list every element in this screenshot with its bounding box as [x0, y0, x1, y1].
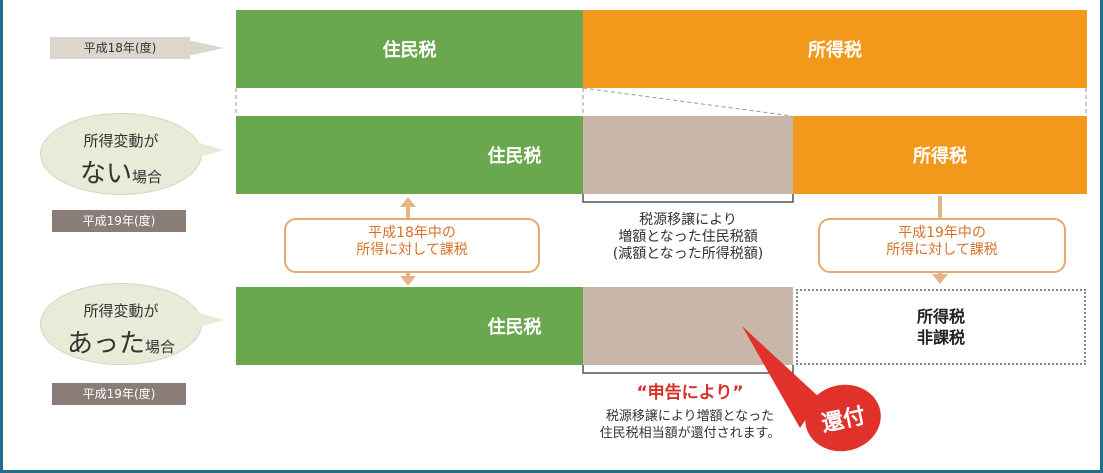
- row3-exempt-line2: 非課税: [916, 328, 965, 347]
- row3-bubble-small: 場合: [145, 338, 176, 356]
- row3-bubble-big: あった: [66, 329, 145, 359]
- row3-exempt-line1: 所得税: [916, 307, 965, 326]
- row2-year-label: 平成19年(度): [52, 210, 186, 232]
- refund-badge-label: 還付: [819, 403, 868, 438]
- row1-pointer-icon: [188, 40, 224, 56]
- row3-bubble: 所得変動が あった場合: [40, 283, 202, 365]
- middle-note: 税源移譲により 増額となった住民税額 (減額となった所得税額): [580, 212, 796, 263]
- left-arrow-up-icon: [400, 197, 416, 207]
- row2-bubble: 所得変動が ない場合: [40, 113, 202, 195]
- left-note-line1: 平成18年中の: [368, 225, 456, 241]
- row3-resident-tax-bar: [236, 287, 583, 365]
- row3-income-tax-exempt-box: 所得税 非課税: [796, 289, 1086, 365]
- row2-resident-tax-label: 住民税: [487, 146, 542, 167]
- row3-bubble-tail-icon: [196, 312, 224, 328]
- bottom-headline: “申告により”: [636, 383, 744, 403]
- row2-transfer-bar: [583, 116, 793, 194]
- refund-pointer-icon: [742, 326, 820, 428]
- bottom-note-line2: 住民税相当額が還付されます。: [599, 426, 781, 441]
- row2-bubble-tail-icon: [196, 142, 224, 158]
- middle-note-line2: 増額となった住民税額: [618, 229, 758, 245]
- right-note: 平成19年中の 所得に対して課税: [818, 218, 1066, 273]
- row3-bracket: [582, 365, 794, 374]
- row1-year-label: 平成18年(度): [50, 37, 190, 59]
- row2-income-tax-label: 所得税: [913, 146, 967, 167]
- middle-note-line1: 税源移譲により: [639, 212, 737, 228]
- row3-resident-tax-label: 住民税: [487, 317, 542, 338]
- row1-income-tax-label: 所得税: [808, 40, 862, 61]
- row2-resident-tax-bar: [236, 116, 583, 194]
- row3-year-label: 平成19年(度): [52, 383, 186, 405]
- bottom-note-line1: 税源移譲により増額となった: [605, 409, 775, 424]
- right-note-line2: 所得に対して課税: [886, 242, 998, 258]
- row-connector-lines: [235, 88, 1087, 117]
- middle-note-line3: (減額となった所得税額): [612, 246, 764, 262]
- row2-income-tax-bar: 所得税: [793, 116, 1087, 194]
- bottom-note: 税源移譲により増額となった 住民税相当額が還付されます。: [560, 408, 820, 442]
- row2-bubble-small: 場合: [132, 168, 163, 186]
- left-note: 平成18年中の 所得に対して課税: [284, 218, 540, 273]
- row1-resident-tax-label: 住民税: [382, 40, 437, 61]
- right-arrow-down-icon: [932, 274, 948, 284]
- row2-bubble-big: ない: [79, 159, 132, 189]
- row3-resident-tax-text-wrap: 住民税: [236, 287, 793, 365]
- row1-resident-tax-bar: 住民税: [236, 10, 583, 88]
- row2-bracket: [582, 194, 794, 203]
- row3-bubble-top: 所得変動が: [83, 302, 159, 320]
- left-arrow-down-icon: [400, 276, 416, 286]
- row2-bubble-top: 所得変動が: [83, 132, 159, 150]
- right-note-line1: 平成19年中の: [898, 225, 986, 241]
- row1-income-tax-bar: 所得税: [583, 10, 1087, 88]
- left-note-line2: 所得に対して課税: [356, 242, 468, 258]
- row2-resident-tax-text-wrap: 住民税: [236, 116, 793, 194]
